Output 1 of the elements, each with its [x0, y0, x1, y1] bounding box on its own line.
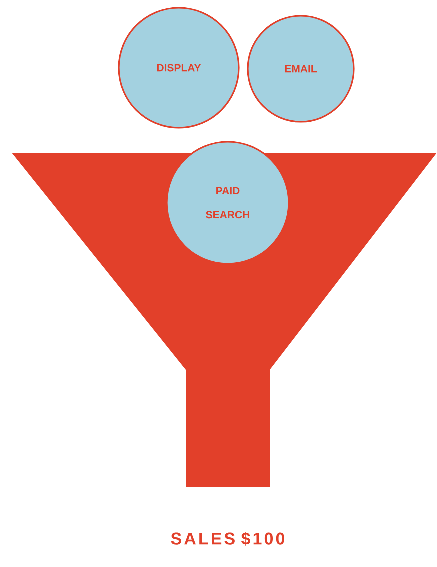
funnel-caption: SALES $100 — [171, 532, 284, 546]
